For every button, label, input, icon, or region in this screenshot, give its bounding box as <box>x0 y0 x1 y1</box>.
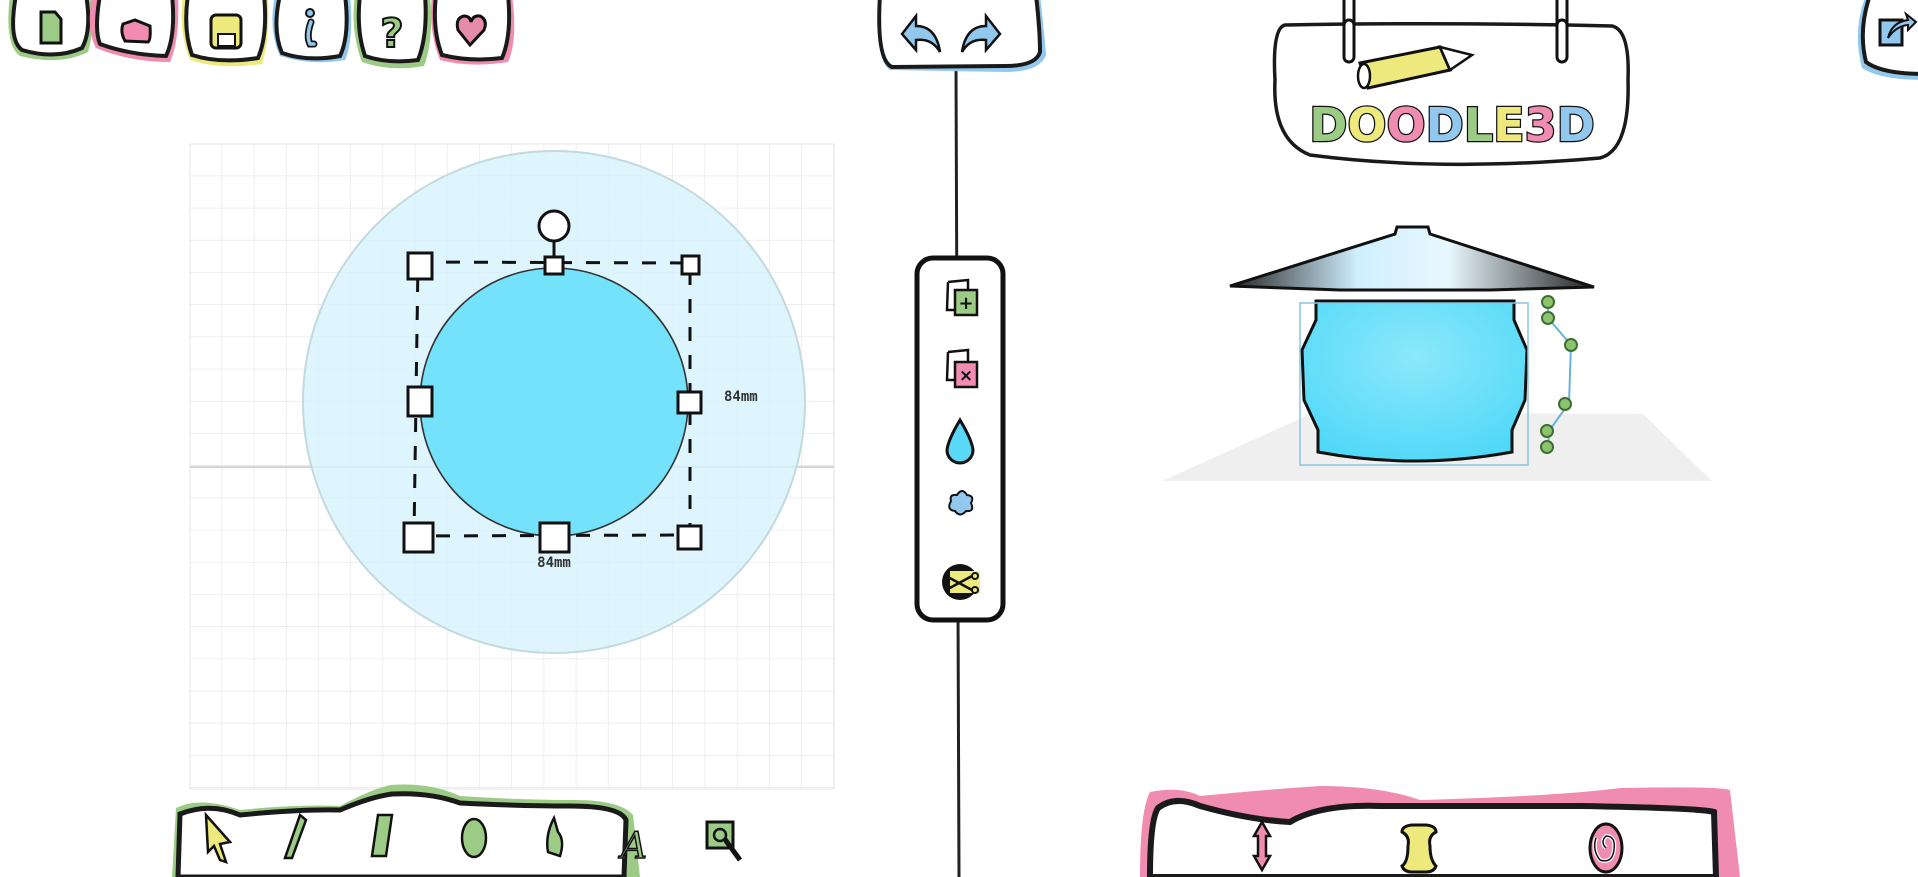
resize-handles <box>402 251 703 554</box>
curve-point[interactable] <box>1540 424 1554 438</box>
profile-curve-editor[interactable] <box>1540 295 1578 454</box>
export-share-icon <box>1878 11 1918 47</box>
handle-bottom[interactable] <box>538 521 571 554</box>
preview-3d[interactable] <box>1162 225 1712 481</box>
cone-shape[interactable] <box>1229 225 1595 292</box>
handle-bottom-left[interactable] <box>402 521 435 554</box>
circle-tool[interactable] <box>460 817 488 859</box>
delete-button[interactable]: × <box>945 348 979 389</box>
photo-guide-tool[interactable] <box>705 820 743 862</box>
favorite-button[interactable] <box>431 0 515 65</box>
intersect-scissors-icon <box>945 574 973 592</box>
twist-tool[interactable] <box>1588 822 1624 874</box>
logo-text: DOODLE3D <box>1309 98 1595 152</box>
handle-top[interactable] <box>543 255 565 276</box>
doodle3d-logo: DOODLE3D <box>1272 0 1630 167</box>
select-tool[interactable] <box>204 811 233 864</box>
fill-toggle-button[interactable] <box>945 417 975 465</box>
open-button[interactable] <box>89 0 179 62</box>
freehand-tool[interactable] <box>283 812 308 860</box>
sculpt-tool[interactable] <box>1400 823 1438 874</box>
pencil-icon <box>1356 45 1476 90</box>
help-button[interactable]: ? <box>353 0 432 69</box>
new-file-icon <box>39 10 63 45</box>
info-button[interactable] <box>272 0 352 63</box>
duplicate-add-icon <box>953 288 979 317</box>
undo-button[interactable] <box>900 12 942 54</box>
handle-right[interactable] <box>676 390 703 415</box>
shape-actions-toolbar: + × <box>914 255 1006 623</box>
save-disk-icon <box>209 13 243 50</box>
curve-point[interactable] <box>1541 311 1555 325</box>
draw-toolbar: A <box>172 784 743 877</box>
hole-toggle-button[interactable] <box>948 490 974 516</box>
handle-left[interactable] <box>406 385 434 418</box>
handle-bottom-right[interactable] <box>676 524 703 551</box>
file-toolbar: ? <box>8 0 515 69</box>
selected-circle-shape[interactable] <box>419 267 689 537</box>
height-dimension-label: 84mm <box>537 555 571 571</box>
svg-text:+: + <box>958 293 973 314</box>
handle-top-left[interactable] <box>406 251 434 281</box>
intersect-button[interactable] <box>942 564 980 600</box>
help-icon: ? <box>380 11 403 57</box>
rotate-handle[interactable] <box>537 209 571 257</box>
export-button[interactable] <box>1857 0 1918 80</box>
open-folder-icon <box>120 18 152 44</box>
info-icon <box>304 8 318 48</box>
save-button[interactable] <box>181 0 269 67</box>
heart-icon <box>455 14 487 48</box>
redo-button[interactable] <box>960 12 1002 54</box>
curve-point[interactable] <box>1558 397 1572 411</box>
sketch-canvas[interactable]: 84mm 84mm <box>189 143 835 790</box>
modify-toolbar <box>1140 786 1740 877</box>
curve-point[interactable] <box>1564 338 1578 352</box>
eraser-tool[interactable] <box>370 813 394 858</box>
bucket-fill-tool[interactable] <box>546 814 564 858</box>
width-dimension-label: 84mm <box>724 389 758 405</box>
text-tool[interactable]: A <box>617 825 648 868</box>
delete-shape-icon <box>953 360 979 389</box>
height-tool[interactable] <box>1251 819 1273 873</box>
curve-point[interactable] <box>1540 440 1554 454</box>
history-panel <box>877 0 1046 72</box>
vase-shape[interactable] <box>1300 299 1529 463</box>
handle-top-right[interactable] <box>680 254 701 276</box>
svg-text:×: × <box>959 366 973 386</box>
curve-point[interactable] <box>1541 295 1555 309</box>
duplicate-button[interactable]: + <box>945 278 979 317</box>
new-file-button[interactable] <box>8 0 93 61</box>
